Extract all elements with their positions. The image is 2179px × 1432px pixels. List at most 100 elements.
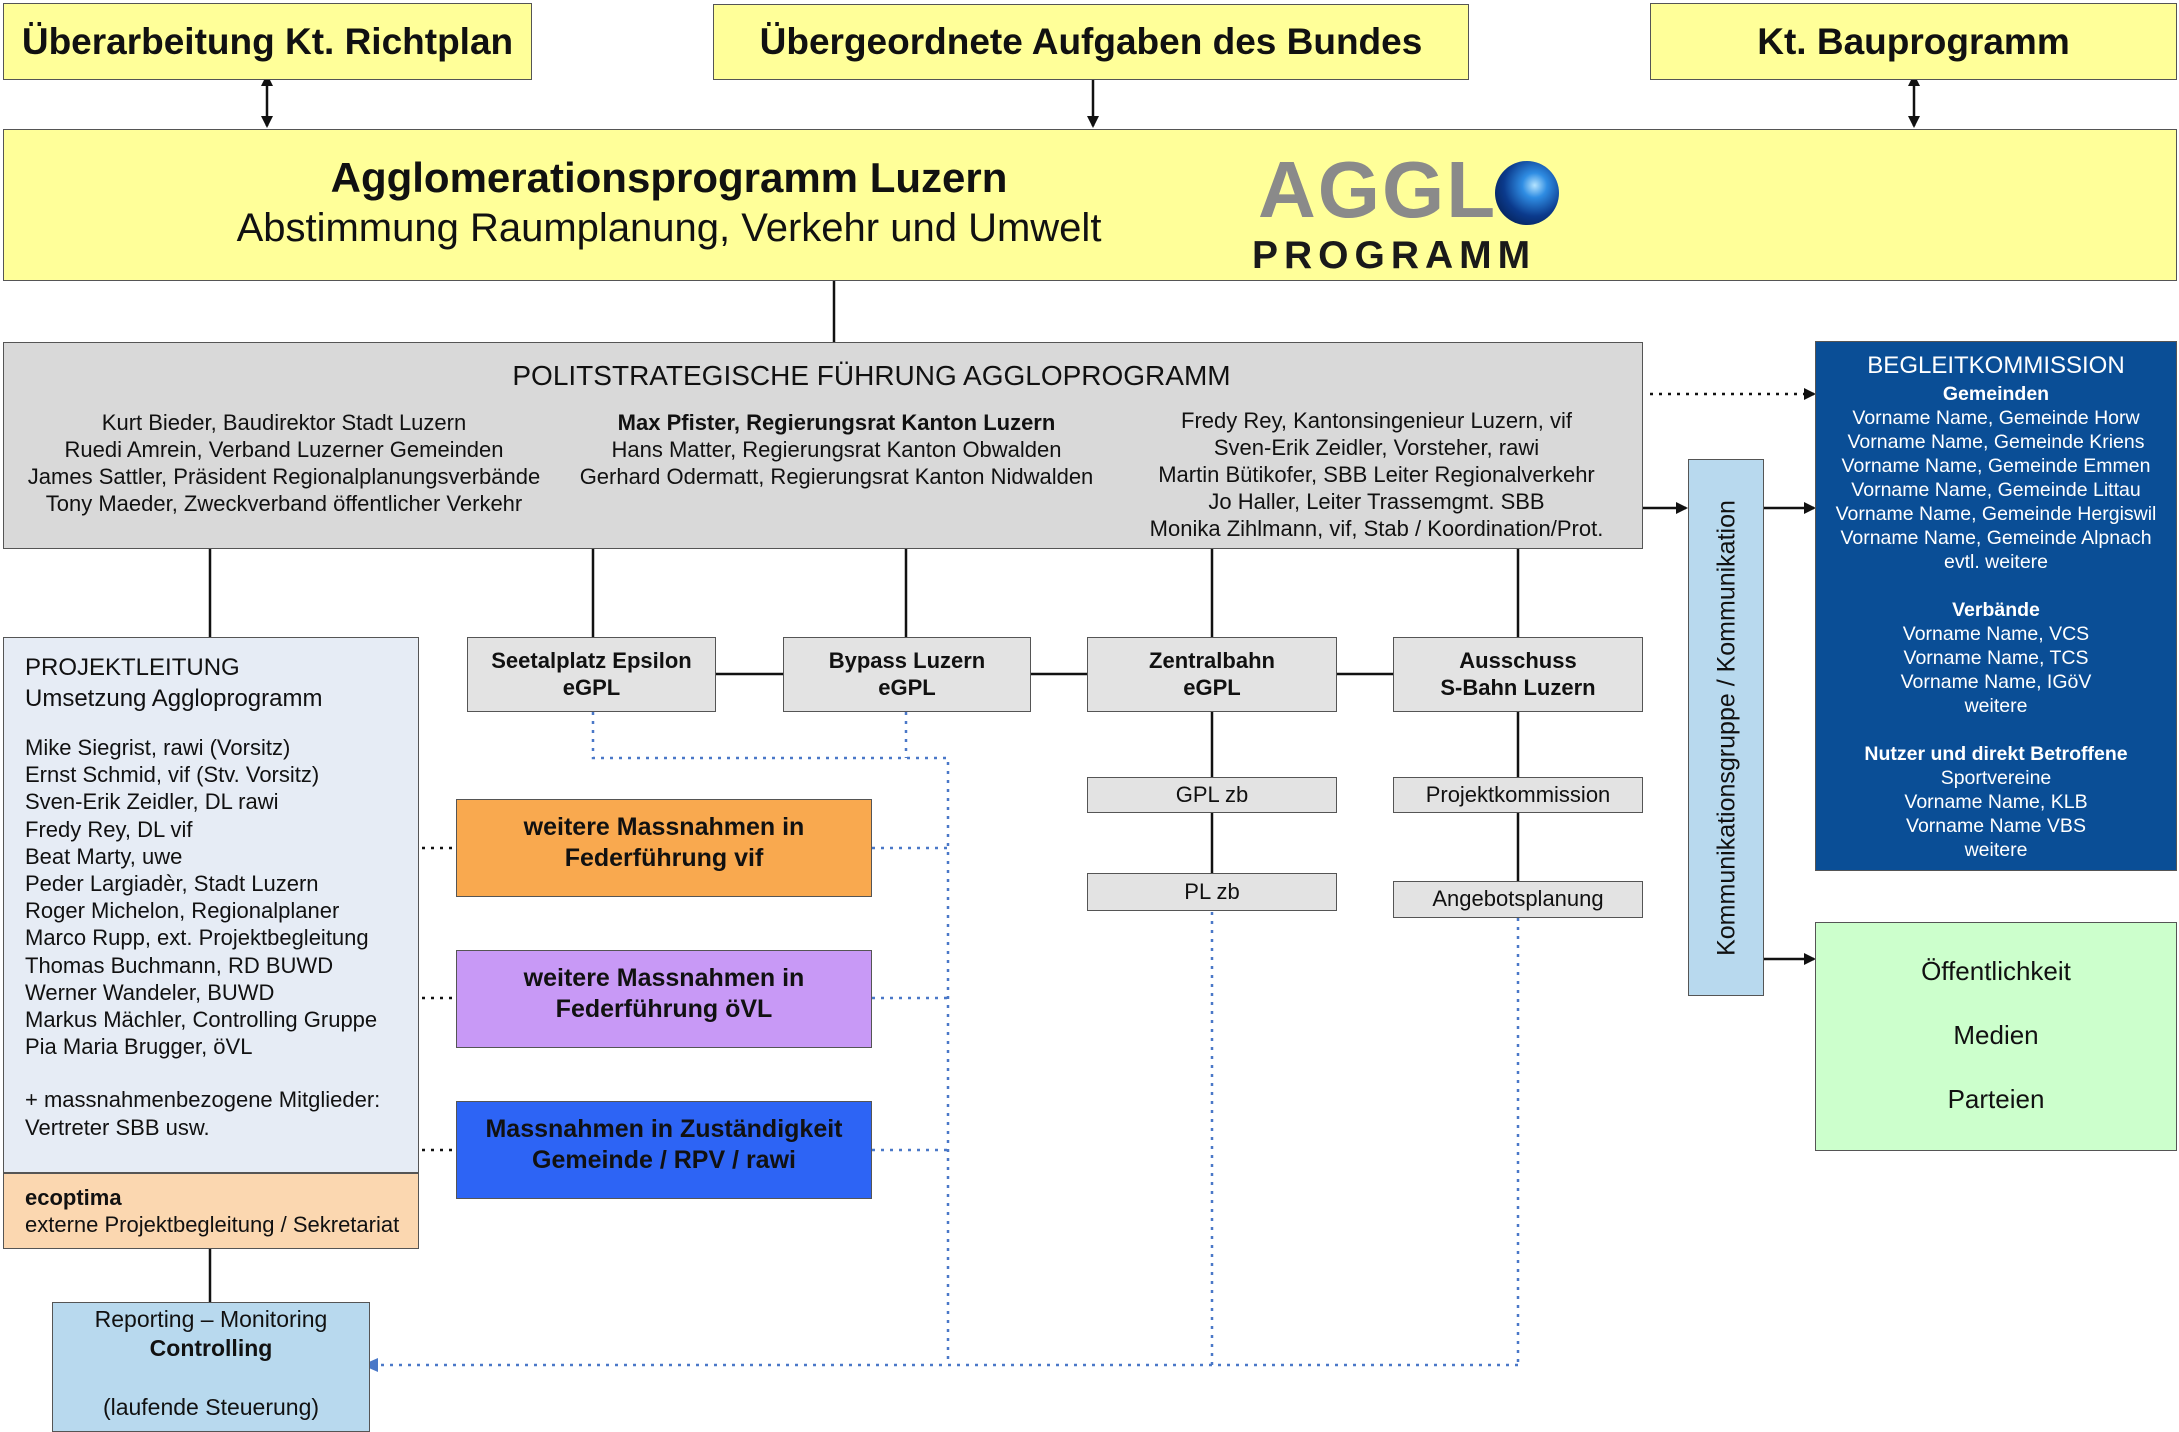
massnahmen-gemeinde-box: Massnahmen in Zuständigkeit Gemeinde / R… bbox=[456, 1101, 872, 1199]
bauprogramm-label: Kt. Bauprogramm bbox=[1757, 21, 2070, 62]
person: Fredy Rey, Kantonsingenieur Luzern, vif bbox=[1181, 408, 1572, 433]
reporting-box: Reporting – Monitoring Controlling (lauf… bbox=[52, 1302, 370, 1432]
pl-member: Marco Rupp, ext. Projektbegleitung bbox=[25, 925, 369, 951]
member: weitere bbox=[1964, 695, 2028, 717]
kommunikation-box: Kommunikationsgruppe / Kommunikation bbox=[1688, 459, 1764, 996]
pl-member: Thomas Buchmann, RD BUWD bbox=[25, 952, 334, 978]
politstrategie-title: POLITSTRATEGISCHE FÜHRUNG AGGLOPROGRAMM bbox=[512, 360, 1231, 391]
nutzer-title: Nutzer und direkt Betroffene bbox=[1864, 743, 2128, 765]
bauprogramm-box: Kt. Bauprogramm bbox=[1650, 3, 2177, 80]
person: Kurt Bieder, Baudirektor Stadt Luzern bbox=[101, 410, 467, 435]
gemeinden-title: Gemeinden bbox=[1942, 383, 2050, 405]
angebotsplanung-label: Angebotsplanung bbox=[1432, 886, 1604, 911]
person: James Sattler, Präsident Regionalplanung… bbox=[27, 464, 541, 489]
logo-top-text: AGGL bbox=[1258, 145, 1498, 234]
member: Vorname Name, VCS bbox=[1902, 623, 2090, 645]
member: Vorname Name, Gemeinde Littau bbox=[1851, 479, 2141, 501]
medien-label: Medien bbox=[1953, 1020, 2039, 1050]
globe-icon bbox=[1495, 161, 1559, 225]
oeffentlichkeit-label: Öffentlichkeit bbox=[1921, 956, 2071, 986]
oevl-line1: weitere Massnahmen in bbox=[523, 964, 805, 992]
member: Vorname Name, Gemeinde Hergiswil bbox=[1835, 503, 2157, 525]
bypass-sub: eGPL bbox=[878, 675, 936, 700]
begleit-title: BEGLEITKOMMISSION bbox=[1867, 352, 2125, 379]
member: Vorname Name, Gemeinde Emmen bbox=[1841, 455, 2151, 477]
projektleitung-subtitle: Umsetzung Aggloprogramm bbox=[25, 685, 323, 712]
projektkommission-label: Projektkommission bbox=[1425, 782, 1611, 807]
gpl-zb-box: GPL zb bbox=[1087, 777, 1337, 813]
person: Monika Zihlmann, vif, Stab / Koordinatio… bbox=[1149, 516, 1604, 541]
ausschuss-label: Ausschuss bbox=[1459, 648, 1577, 673]
begleitkommission-box: BEGLEITKOMMISSION Gemeinden Vorname Name… bbox=[1815, 341, 2177, 871]
projektleitung-box: PROJEKTLEITUNG Umsetzung Aggloprogramm M… bbox=[3, 637, 419, 1173]
member: evtl. weitere bbox=[1943, 551, 2049, 573]
politstrategie-col1: Kurt Bieder, Baudirektor Stadt Luzern Ru… bbox=[4, 409, 564, 517]
agglomerationsprogramm-box: Agglomerationsprogramm Luzern Abstimmung… bbox=[3, 129, 2177, 281]
oevl-line2: Federführung öVL bbox=[555, 995, 773, 1023]
pl-member: Sven-Erik Zeidler, DL rawi bbox=[25, 789, 279, 815]
pl-member: Peder Largiadèr, Stadt Luzern bbox=[25, 871, 319, 897]
member: Vorname Name, Gemeinde Horw bbox=[1852, 407, 2140, 429]
member: Vorname Name, TCS bbox=[1903, 647, 2089, 669]
person: Sven-Erik Zeidler, Vorsteher, rawi bbox=[1213, 435, 1540, 460]
vif-line1: weitere Massnahmen in bbox=[523, 813, 805, 841]
member: weitere bbox=[1964, 839, 2028, 861]
pl-zb-label: PL zb bbox=[1184, 879, 1240, 904]
bund-box: Übergeordnete Aufgaben des Bundes bbox=[713, 4, 1469, 80]
projektleitung-title: PROJEKTLEITUNG bbox=[25, 654, 240, 681]
ausschuss-sub: S-Bahn Luzern bbox=[1440, 675, 1596, 700]
member: Vorname Name, Gemeinde Kriens bbox=[1847, 431, 2145, 453]
pl-member: Markus Mächler, Controlling Gruppe bbox=[25, 1007, 378, 1033]
bund-label: Übergeordnete Aufgaben des Bundes bbox=[759, 21, 1423, 62]
ecoptima-text: externe Projektbegleitung / Sekretariat bbox=[25, 1212, 400, 1237]
pl-extra: Vertreter SBB usw. bbox=[25, 1114, 210, 1140]
agglo-title: Agglomerationsprogramm Luzern bbox=[330, 154, 1008, 201]
reporting-line3: (laufende Steuerung) bbox=[102, 1394, 320, 1420]
angebotsplanung-box: Angebotsplanung bbox=[1393, 881, 1643, 918]
logo-bottom-text: PROGRAMM bbox=[1252, 234, 1537, 277]
gemeinde-line1: Massnahmen in Zuständigkeit bbox=[485, 1115, 843, 1143]
member: Sportvereine bbox=[1940, 767, 2052, 789]
pl-zb-box: PL zb bbox=[1087, 873, 1337, 911]
person: Martin Bütikofer, SBB Leiter Regionalver… bbox=[1158, 462, 1595, 487]
gpl-zb-label: GPL zb bbox=[1175, 782, 1249, 807]
seetalplatz-box: Seetalplatz Epsilon eGPL bbox=[467, 637, 716, 712]
gemeinde-line2: Gemeinde / RPV / rawi bbox=[532, 1146, 796, 1174]
person: Hans Matter, Regierungsrat Kanton Obwald… bbox=[611, 437, 1062, 462]
projektkommission-box: Projektkommission bbox=[1393, 777, 1643, 813]
member: Vorname Name, Gemeinde Alpnach bbox=[1840, 527, 2152, 549]
richtplan-box: Überarbeitung Kt. Richtplan bbox=[3, 3, 532, 80]
zentralbahn-box: Zentralbahn eGPL bbox=[1087, 637, 1337, 712]
richtplan-label: Überarbeitung Kt. Richtplan bbox=[21, 21, 514, 62]
parteien-label: Parteien bbox=[1947, 1084, 2045, 1114]
pl-member: Pia Maria Brugger, öVL bbox=[25, 1034, 253, 1060]
politstrategie-col2: Max Pfister, Regierungsrat Kanton Luzern… bbox=[564, 409, 1109, 490]
member: Vorname Name VBS bbox=[1906, 815, 2086, 837]
bypass-box: Bypass Luzern eGPL bbox=[783, 637, 1031, 712]
pl-member: Werner Wandeler, BUWD bbox=[25, 979, 275, 1005]
member: Vorname Name, IGöV bbox=[1900, 671, 2092, 693]
zentralbahn-sub: eGPL bbox=[1183, 675, 1241, 700]
agglo-subtitle: Abstimmung Raumplanung, Verkehr und Umwe… bbox=[236, 206, 1102, 250]
person: Gerhard Odermatt, Regierungsrat Kanton N… bbox=[579, 464, 1094, 489]
pl-member: Fredy Rey, DL vif bbox=[25, 816, 193, 842]
ecoptima-box: ecoptima externe Projektbegleitung / Sek… bbox=[3, 1173, 419, 1249]
vif-line2: Federführung vif bbox=[564, 844, 764, 872]
reporting-line1: Reporting – Monitoring bbox=[94, 1306, 328, 1332]
politstrategie-box: POLITSTRATEGISCHE FÜHRUNG AGGLOPROGRAMM … bbox=[3, 342, 1643, 549]
pl-member: Ernst Schmid, vif (Stv. Vorsitz) bbox=[25, 762, 320, 788]
pl-member: Roger Michelon, Regionalplaner bbox=[25, 898, 340, 924]
pl-extra: + massnahmenbezogene Mitglieder: bbox=[25, 1087, 381, 1113]
reporting-line2: Controlling bbox=[149, 1335, 273, 1361]
person: Ruedi Amrein, Verband Luzerner Gemeinden bbox=[64, 437, 504, 462]
kommunikation-label: Kommunikationsgruppe / Kommunikation bbox=[1712, 500, 1741, 956]
bypass-label: Bypass Luzern bbox=[828, 648, 986, 673]
verbaende-title: Verbände bbox=[1952, 599, 2040, 621]
ausschuss-box: Ausschuss S-Bahn Luzern bbox=[1393, 637, 1643, 712]
pl-member: Beat Marty, uwe bbox=[25, 843, 183, 869]
seetal-label: Seetalplatz Epsilon bbox=[491, 648, 692, 673]
person: Max Pfister, Regierungsrat Kanton Luzern bbox=[617, 410, 1056, 435]
massnahmen-oevl-box: weitere Massnahmen in Federführung öVL bbox=[456, 950, 872, 1048]
politstrategie-col3: Fredy Rey, Kantonsingenieur Luzern, vif … bbox=[1109, 407, 1644, 542]
agglo-logo: AGGL PROGRAMM bbox=[1248, 144, 1578, 277]
